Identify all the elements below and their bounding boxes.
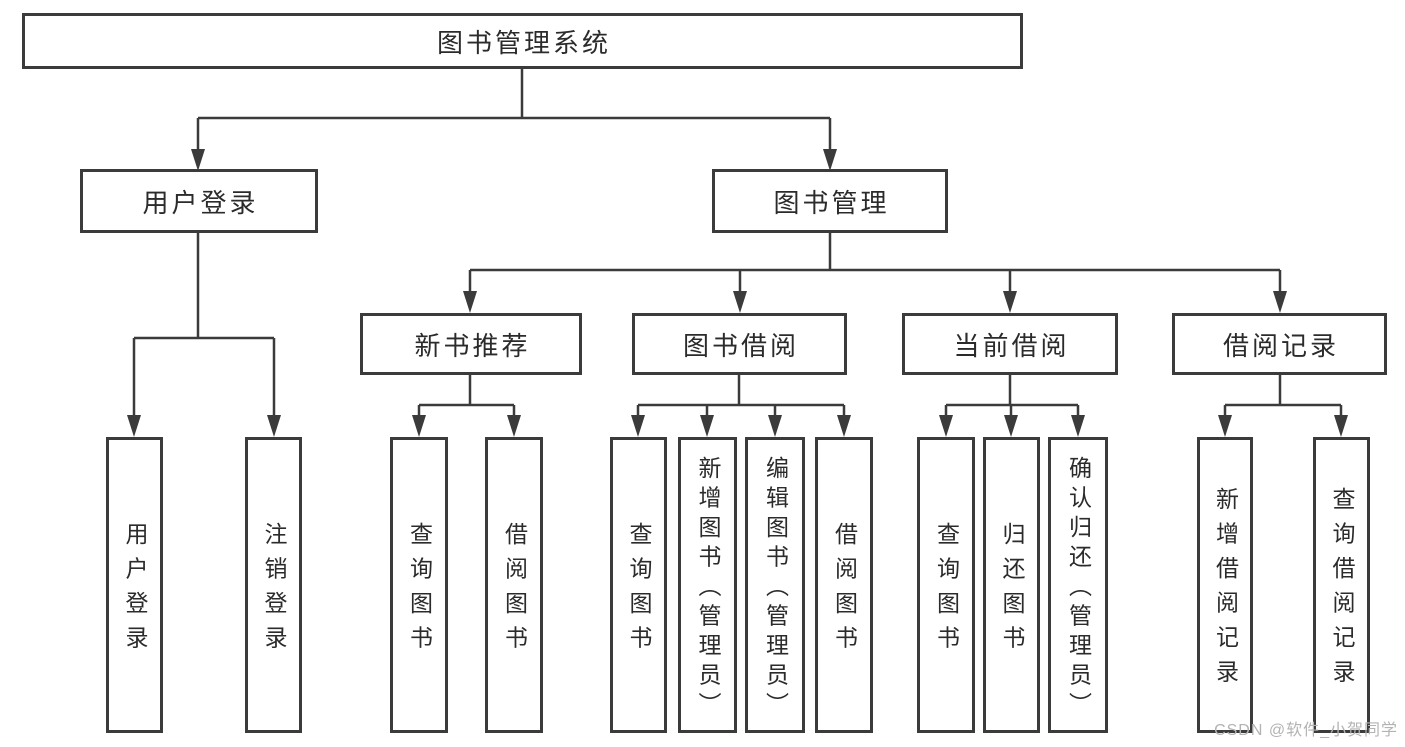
node-label: 新书推荐 (414, 330, 531, 361)
leaf-label: 借阅图书 (501, 521, 528, 660)
leaf-query-books-current: 查询图书 (917, 437, 975, 733)
leaf-label: 查询图书 (406, 521, 433, 660)
node-new-book-recommend: 新书推荐 (360, 313, 582, 375)
leaf-borrow-books-recommend: 借阅图书 (485, 437, 543, 733)
leaf-label: 注销登录 (261, 521, 287, 660)
leaf-label: 确认归还（管理员） (1065, 455, 1092, 721)
node-book-borrowing: 图书借阅 (632, 313, 847, 375)
leaf-add-borrow-record: 新增借阅记录 (1197, 437, 1253, 733)
leaf-return-books: 归还图书 (983, 437, 1040, 733)
node-label: 当前借阅 (953, 330, 1070, 361)
leaf-query-books-borrowing: 查询图书 (610, 437, 667, 733)
node-label: 图书借阅 (682, 330, 799, 361)
leaf-label: 归还图书 (999, 521, 1025, 660)
leaf-label: 编辑图书（管理员） (762, 455, 789, 721)
leaf-query-borrow-record: 查询借阅记录 (1313, 437, 1370, 733)
leaf-borrow-books-borrowing: 借阅图书 (815, 437, 873, 733)
leaf-edit-books-admin: 编辑图书（管理员） (745, 437, 805, 733)
node-book-management: 图书管理 (712, 169, 948, 233)
leaf-user-login: 用户登录 (106, 437, 163, 733)
node-borrowing-records: 借阅记录 (1172, 313, 1387, 375)
arrowheads (127, 149, 1348, 437)
node-library-management-system: 图书管理系统 (22, 13, 1023, 69)
leaf-label: 借阅图书 (831, 521, 858, 660)
node-label: 图书管理系统 (436, 27, 611, 58)
leaf-logout: 注销登录 (245, 437, 302, 733)
leaf-add-books-admin: 新增图书（管理员） (678, 437, 737, 733)
leaf-confirm-return-admin: 确认归还（管理员） (1048, 437, 1108, 733)
leaf-label: 用户登录 (122, 521, 148, 660)
leaf-label: 查询借阅记录 (1329, 487, 1355, 695)
leaf-label: 查询图书 (933, 521, 960, 660)
leaf-label: 查询图书 (626, 521, 652, 660)
node-label: 借阅记录 (1222, 330, 1339, 361)
leaf-query-books-recommend: 查询图书 (390, 437, 448, 733)
node-label: 用户登录 (142, 187, 259, 218)
node-label: 图书管理 (773, 187, 890, 218)
node-user-login: 用户登录 (80, 169, 318, 233)
node-current-borrowing: 当前借阅 (902, 313, 1118, 375)
csdn-watermark: CSDN @软件_小贺同学 (1214, 722, 1398, 739)
leaf-label: 新增借阅记录 (1212, 487, 1239, 695)
leaf-label: 新增图书（管理员） (695, 455, 721, 721)
